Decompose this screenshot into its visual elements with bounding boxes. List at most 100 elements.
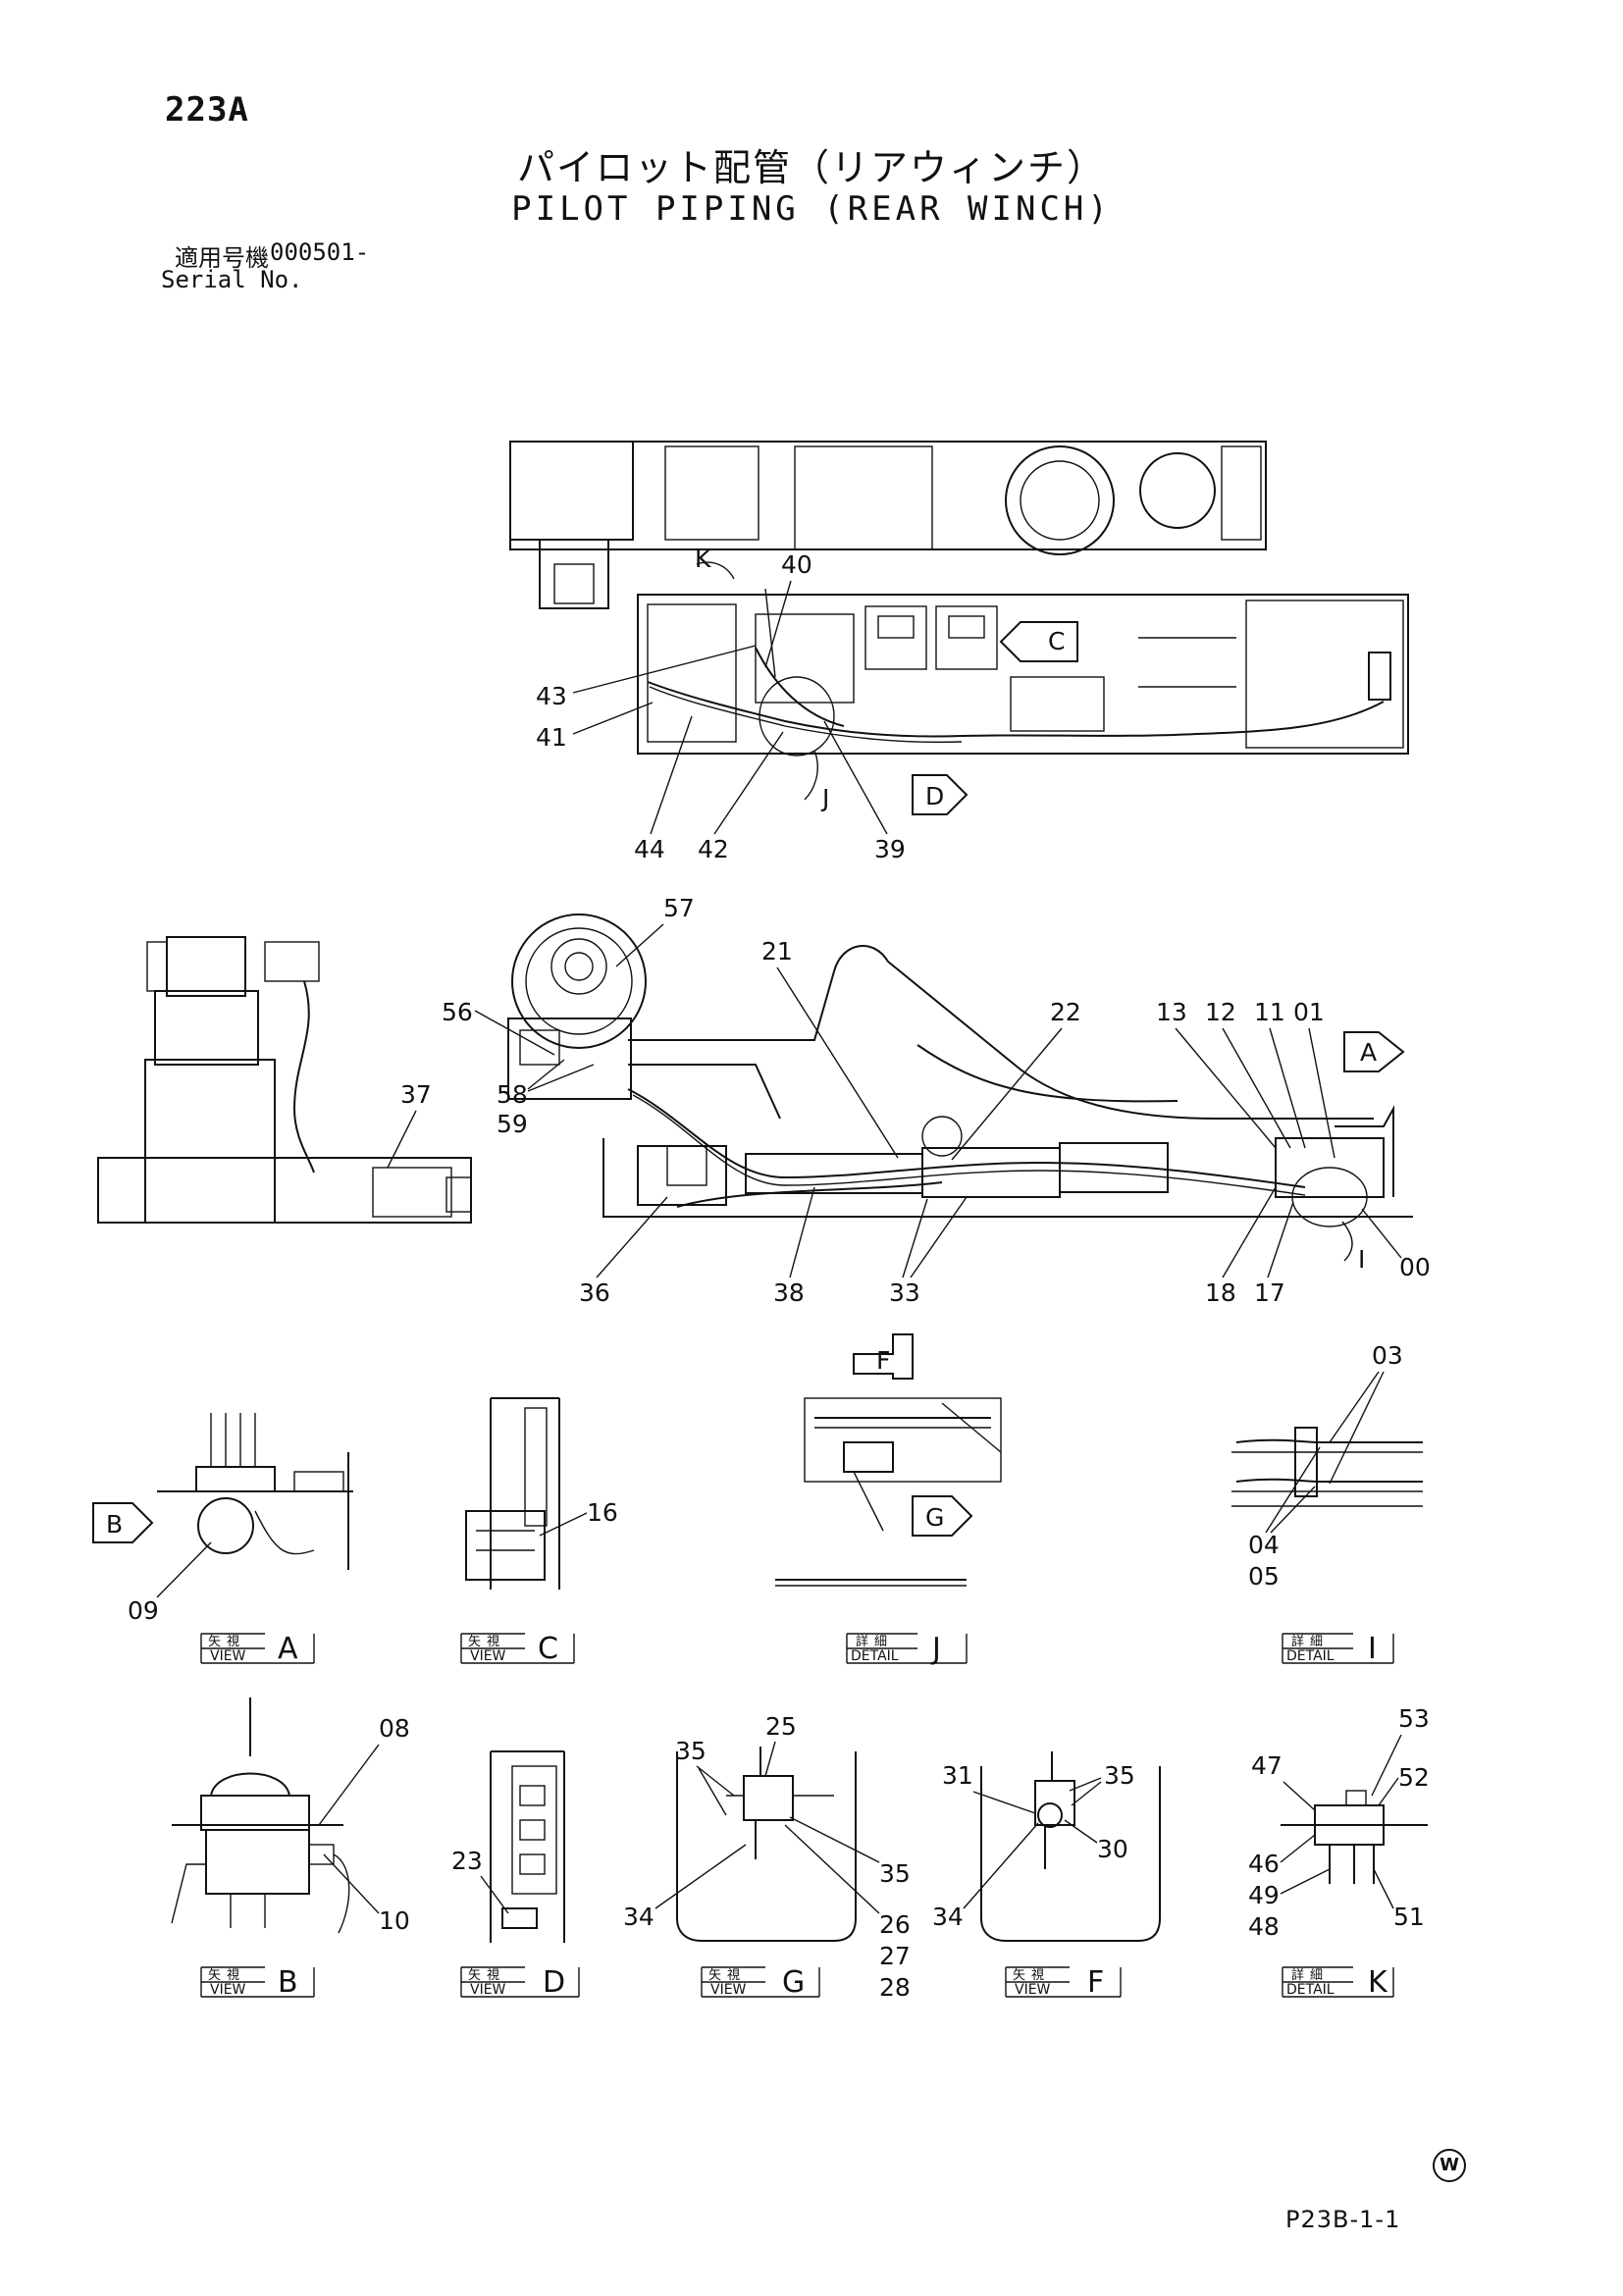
callout-13: 13	[1156, 998, 1187, 1026]
callout-52: 52	[1398, 1763, 1430, 1792]
callout-38: 38	[773, 1278, 805, 1307]
callout-30: 30	[1097, 1835, 1128, 1863]
callout-09: 09	[128, 1596, 159, 1625]
caption-view-f: 矢視 VIEW F	[1005, 1965, 1122, 2000]
page-code: 223A	[165, 90, 249, 130]
caption-letter: I	[1368, 1632, 1377, 1666]
caption-jp: 矢視	[468, 1635, 505, 1649]
view-b-drawing: 08 10	[171, 1697, 410, 1935]
caption-jp: 矢視	[208, 1635, 245, 1649]
caption-jp: 矢視	[208, 1968, 245, 1983]
title-japanese: パイロット配管（リアウィンチ）	[516, 146, 1106, 189]
callout-58: 58	[497, 1080, 528, 1109]
view-f-drawing: 31 35 30 34	[932, 1751, 1161, 1942]
callout-59: 59	[497, 1110, 528, 1138]
callout-36: 36	[579, 1278, 610, 1307]
callout-00: 00	[1399, 1253, 1431, 1281]
callout-17: 17	[1254, 1278, 1285, 1307]
view-g-drawing: 25 35 35 34 26 27 28	[623, 1712, 911, 2002]
view-arrow-f: F	[876, 1346, 890, 1375]
callout-40: 40	[781, 550, 812, 579]
view-arrow-d: D	[925, 782, 944, 810]
callout-43: 43	[536, 682, 567, 710]
caption-en: DETAIL	[1286, 1648, 1335, 1664]
callout-46: 46	[1248, 1850, 1280, 1878]
caption-view-d: 矢視 VIEW D	[460, 1965, 580, 2000]
caption-en: VIEW	[210, 1982, 246, 1998]
caption-letter: C	[538, 1632, 558, 1666]
callout-22: 22	[1050, 998, 1081, 1026]
caption-jp: 詳細	[1291, 1634, 1329, 1649]
detail-k-mark: K	[695, 545, 711, 573]
detail-j-drawing: F G	[775, 1333, 1002, 1587]
caption-letter: J	[930, 1632, 941, 1666]
callout-49: 49	[1248, 1881, 1280, 1909]
view-arrow-g: G	[925, 1503, 944, 1532]
callout-21: 21	[761, 937, 793, 965]
caption-en: VIEW	[470, 1648, 506, 1664]
detail-k-drawing: 53 47 52 46 49 48 51	[1248, 1704, 1430, 1941]
caption-detail-i: 詳細 DETAIL I	[1282, 1632, 1394, 1666]
callout-28: 28	[879, 1973, 911, 2002]
callout-41: 41	[536, 723, 567, 752]
callout-56: 56	[442, 998, 473, 1026]
view-arrow-a: A	[1360, 1038, 1377, 1067]
callout-08: 08	[379, 1714, 410, 1743]
serial-value: 000501-	[270, 238, 370, 266]
caption-en: VIEW	[1015, 1982, 1051, 1998]
callout-48: 48	[1248, 1912, 1280, 1941]
callout-16: 16	[587, 1498, 618, 1527]
callout-25: 25	[765, 1712, 797, 1741]
callout-01: 01	[1293, 998, 1325, 1026]
title-english: PILOT PIPING (REAR WINCH)	[511, 189, 1112, 229]
caption-view-a: 矢視 VIEW A	[200, 1632, 315, 1666]
caption-letter: F	[1087, 1965, 1104, 2000]
callout-47: 47	[1251, 1751, 1283, 1780]
caption-letter: K	[1368, 1965, 1388, 2000]
caption-view-g: 矢視 VIEW G	[701, 1965, 820, 2000]
callout-57: 57	[663, 894, 695, 922]
callout-26: 26	[879, 1910, 911, 1939]
view-c-drawing: 16	[465, 1397, 618, 1590]
caption-en: DETAIL	[1286, 1982, 1335, 1998]
serial-label-english: Serial No.	[161, 266, 303, 293]
callout-39: 39	[874, 835, 906, 863]
caption-jp: 詳細	[856, 1634, 893, 1649]
callout-11: 11	[1254, 998, 1285, 1026]
caption-detail-k: 詳細 DETAIL K	[1282, 1965, 1394, 2000]
detail-j-mark: J	[820, 784, 829, 812]
caption-letter: G	[782, 1965, 805, 2000]
page-reference: P23B-1-1	[1285, 2206, 1401, 2233]
callout-35-g-left: 35	[675, 1737, 707, 1765]
callout-05: 05	[1248, 1562, 1280, 1591]
callout-35-f: 35	[1104, 1761, 1135, 1790]
serial-label-japanese: 適用号機	[175, 244, 269, 272]
caption-view-c: 矢視 VIEW C	[460, 1632, 575, 1666]
callout-44: 44	[634, 835, 665, 863]
caption-en: VIEW	[470, 1982, 506, 1998]
callout-35-g-right: 35	[879, 1859, 911, 1888]
side-elevation-view: I A 57 21 22 13 12 11 01 56 37 58 59 3	[387, 894, 1431, 1307]
w-circle-mark: W	[1433, 2149, 1466, 2182]
callout-34-g: 34	[623, 1903, 654, 1931]
callout-23: 23	[451, 1847, 483, 1875]
caption-jp: 矢視	[468, 1968, 505, 1983]
callout-12: 12	[1205, 998, 1236, 1026]
top-plan-view: C D K J 40 43 41 44 42 39	[509, 441, 1409, 863]
callout-51: 51	[1393, 1903, 1425, 1931]
callout-42: 42	[698, 835, 729, 863]
view-arrow-b: B	[106, 1510, 123, 1539]
callout-37: 37	[400, 1080, 432, 1109]
caption-detail-j: 詳細 DETAIL J	[846, 1632, 968, 1666]
caption-en: DETAIL	[851, 1648, 899, 1664]
caption-view-b: 矢視 VIEW B	[200, 1965, 315, 2000]
callout-03: 03	[1372, 1341, 1403, 1370]
callout-18: 18	[1205, 1278, 1236, 1307]
callout-53: 53	[1398, 1704, 1430, 1733]
caption-en: VIEW	[710, 1982, 747, 1998]
rear-winch-end-view	[97, 936, 472, 1224]
caption-jp: 矢視	[708, 1968, 746, 1983]
caption-letter: A	[278, 1632, 298, 1666]
caption-letter: D	[543, 1965, 565, 2000]
